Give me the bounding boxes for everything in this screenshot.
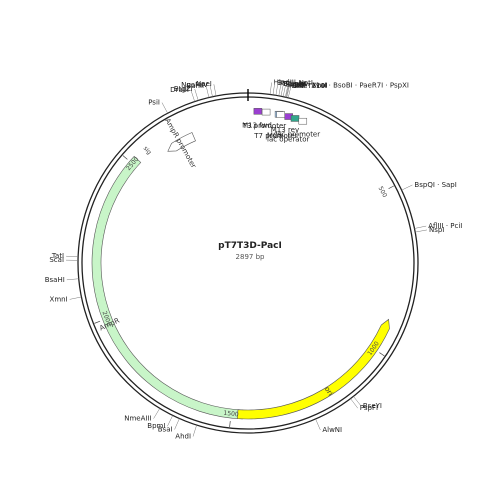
site-leader-banii bbox=[205, 85, 210, 98]
site-hindiii: HindIII bbox=[274, 79, 296, 87]
tick-mark bbox=[388, 185, 395, 189]
feature-marker-lac-promoter bbox=[298, 117, 308, 125]
backbone-inner-ring bbox=[81, 96, 415, 430]
site-leader-bpmi bbox=[167, 415, 173, 427]
site-leader-nmeaiii bbox=[153, 408, 161, 419]
tick-mark bbox=[94, 320, 101, 324]
feature-ampr bbox=[91, 155, 252, 420]
feature-marker-t3-promoter bbox=[261, 108, 271, 116]
site-sfii: SfiI bbox=[293, 82, 304, 90]
site-pspfi: PspFI bbox=[360, 404, 378, 412]
site-leader-bsai bbox=[174, 418, 180, 430]
tick-mark bbox=[229, 420, 231, 428]
site-bmet110i: BmeT110I bbox=[291, 82, 327, 90]
feature-label-ampr-promoter: AmpR promoter bbox=[163, 117, 197, 169]
feature-label-m13-fwd: M13 fwd bbox=[242, 121, 272, 129]
site-bamhi: BamHI bbox=[283, 80, 306, 88]
site-leader-draiii bbox=[190, 90, 195, 102]
site-eagi-noti: EagI · NotI bbox=[277, 79, 313, 87]
site-leader-psii bbox=[161, 102, 168, 114]
site-draiii: DraIII bbox=[170, 86, 189, 94]
tick-mark bbox=[379, 352, 385, 357]
site-naei: NaeI bbox=[196, 80, 212, 88]
site-absi-avai-bsobi-paer7i-pspxi: AbsI · AvaI · BsoBI · PaeR7I · PspXI bbox=[290, 81, 409, 89]
site-leader-ecori bbox=[282, 84, 286, 97]
site-snabi: SnaBI bbox=[285, 80, 305, 88]
site-tati: TatI bbox=[51, 252, 64, 260]
feature-ampr-promoter bbox=[167, 132, 196, 152]
site-leader-eagi-noti bbox=[272, 82, 275, 95]
feature-marker-t7-promoter bbox=[276, 111, 285, 118]
feature-label-ori: ori bbox=[323, 385, 335, 397]
site-leader-bamhi bbox=[278, 83, 282, 96]
tick-mark bbox=[122, 155, 128, 160]
site-leader-xmni bbox=[69, 296, 82, 300]
site-alwni: AlwNI bbox=[322, 426, 342, 434]
site-banii: BanII bbox=[186, 82, 204, 90]
site-bspqi-sapi: BspQI · SapI bbox=[414, 181, 456, 189]
site-leader-bspqi-sapi bbox=[401, 184, 413, 191]
site-leader-hindiii bbox=[269, 82, 272, 95]
tick-label-500: 500 bbox=[377, 185, 389, 199]
tick-label-1500: 1500 bbox=[223, 410, 239, 419]
feature-label-t3-promoter: T3 promoter bbox=[242, 122, 287, 130]
feature-label-m13-rev: M13 rev bbox=[271, 126, 299, 134]
feature-marker-lac-operator bbox=[290, 115, 300, 122]
site-leader-paci bbox=[275, 83, 279, 96]
site-ngomiv: NgoMIV bbox=[181, 81, 208, 89]
site-leader-bsahi bbox=[66, 278, 79, 281]
feature-label-lac-operator: lac operator bbox=[267, 135, 310, 143]
site-leader-sfii bbox=[287, 86, 292, 98]
plasmid-length: 2897 bp bbox=[236, 253, 265, 261]
feature-tag-sig: sig bbox=[142, 145, 153, 156]
feature-label-lac-promoter: lac promoter bbox=[275, 130, 320, 138]
site-leader-ahdi bbox=[192, 424, 197, 437]
site-ecori: EcoRI bbox=[288, 81, 307, 89]
site-ahdi: AhdI bbox=[175, 432, 191, 440]
feature-ori bbox=[237, 318, 390, 420]
site-leader-tlii-xhoi bbox=[285, 85, 289, 98]
backbone-outer-ring bbox=[77, 92, 419, 434]
site-bpmi: BpmI bbox=[147, 422, 165, 430]
plasmid-name: pT7T3D-PacI bbox=[218, 241, 282, 251]
site-leader-btgzi bbox=[194, 88, 199, 101]
site-leader-bmet110i bbox=[286, 85, 290, 98]
site-nmeaiii: NmeAIII bbox=[124, 415, 151, 423]
site-btgzi: BtgZI bbox=[174, 85, 193, 93]
site-leader-bseyi bbox=[353, 396, 362, 406]
site-bsai: BsaI bbox=[158, 426, 173, 434]
site-scai: ScaI bbox=[49, 256, 64, 264]
site-bseyi: BseYI bbox=[363, 402, 382, 410]
plasmid-backbone bbox=[77, 89, 419, 434]
site-leader-ngomiv bbox=[209, 84, 213, 97]
site-leader-afliii-pcii bbox=[414, 225, 427, 229]
site-leader-nspi bbox=[415, 229, 428, 233]
site-psii: PsiI bbox=[148, 99, 160, 107]
feature-label-t7-promoter: T7 promoter bbox=[253, 132, 298, 140]
site-tlii-xhoi: · TliI · XhoI bbox=[291, 82, 328, 90]
feature-marker-m13-fwd bbox=[253, 108, 263, 115]
site-leader-naei bbox=[213, 84, 217, 97]
site-leader-absi-avai-bsobi-paer7i-pspxi bbox=[285, 85, 289, 98]
feature-label-mcs: MCS bbox=[267, 132, 283, 140]
site-bsahi: BsaHI bbox=[45, 276, 65, 284]
site-nspi: NspI bbox=[429, 226, 444, 234]
site-afliii-pcii: AflIII · PciI bbox=[428, 222, 462, 230]
site-leader-snabi bbox=[280, 84, 284, 97]
site-leader-alwni bbox=[315, 418, 321, 431]
site-xmni: XmnI bbox=[50, 295, 68, 303]
site-leader-pspfi bbox=[350, 398, 358, 409]
site-paci: PacI bbox=[280, 79, 294, 87]
